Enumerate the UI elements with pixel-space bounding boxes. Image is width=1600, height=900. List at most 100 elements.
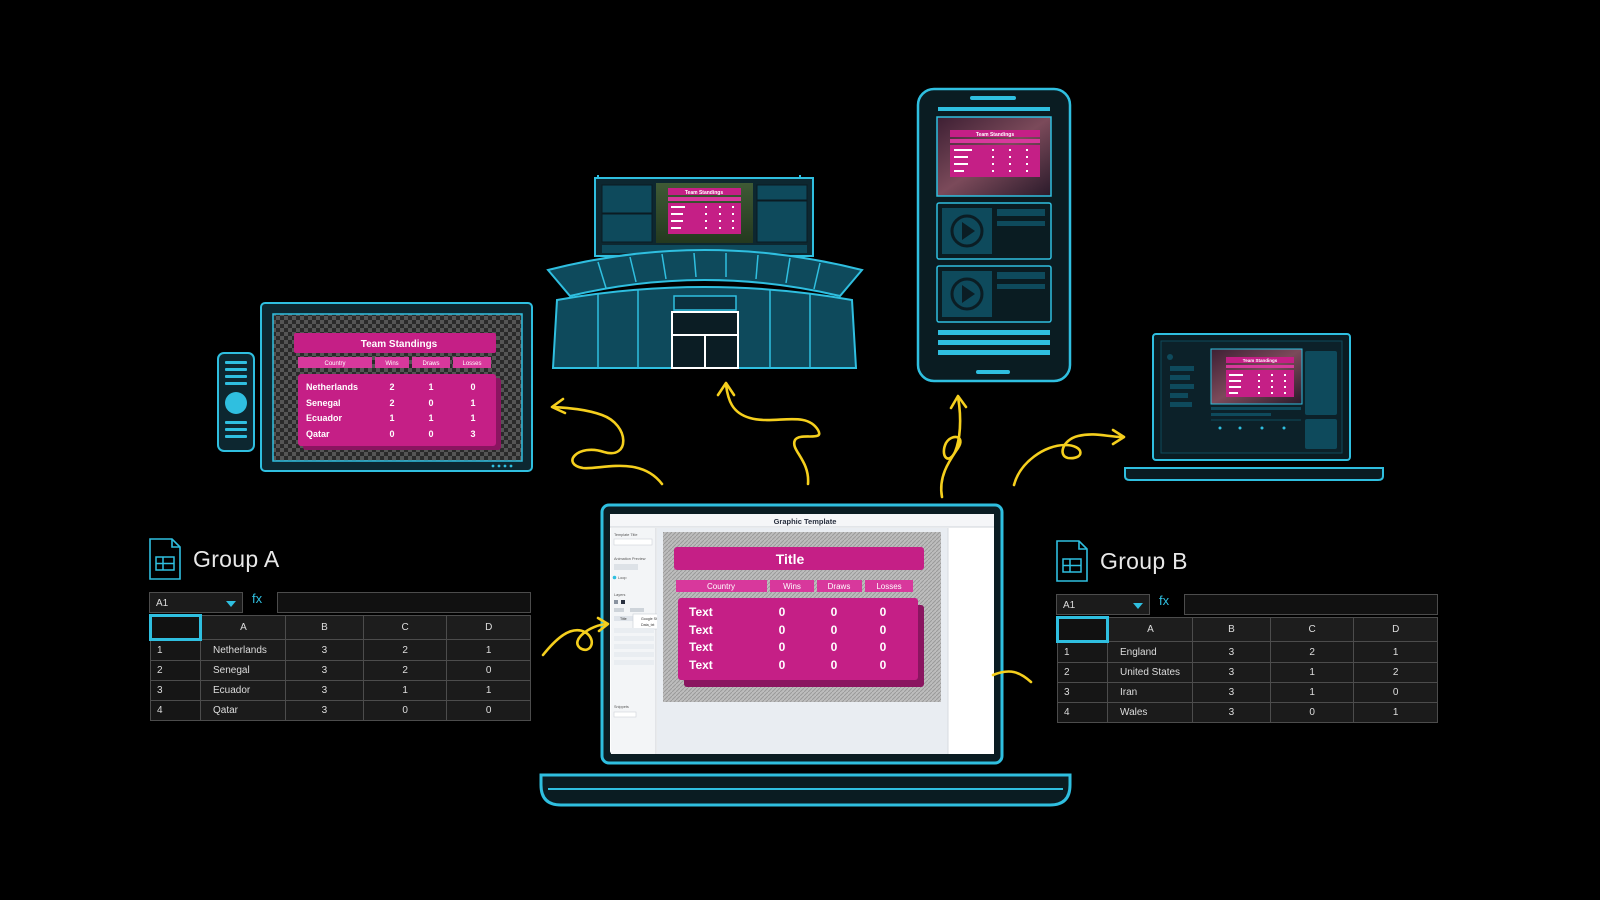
row-number[interactable]: 4	[150, 700, 201, 721]
graphic-row-text: Text	[689, 658, 713, 672]
table-row: 3 Ecuador 3 1 1	[150, 680, 531, 701]
sheet-grid: A B C D 1 Netherlands 3 2 1 2 Senegal 3 …	[149, 614, 531, 721]
add-layer-button[interactable]	[614, 608, 624, 612]
cell[interactable]: 3	[285, 639, 364, 661]
column-header[interactable]: D	[1353, 617, 1438, 642]
graphic-col-wins: Wins	[783, 582, 801, 591]
cell[interactable]: Wales	[1107, 702, 1193, 723]
layer-options-button[interactable]	[630, 608, 644, 612]
cell[interactable]: 2	[1269, 641, 1355, 663]
cell[interactable]: 1	[1353, 641, 1438, 663]
cell[interactable]: 3	[285, 680, 364, 701]
fx-icon: fx	[1159, 593, 1170, 608]
graphic-row-wins: 0	[779, 640, 786, 654]
tv-col-draws: Draws	[422, 361, 439, 367]
graphic-row-wins: 0	[779, 658, 786, 672]
column-header[interactable]: B	[1192, 617, 1271, 642]
arrow-to-stadium	[724, 383, 821, 486]
row-number[interactable]: 2	[150, 660, 201, 681]
cell[interactable]: 3	[1192, 682, 1271, 703]
graphic-row-text: Text	[689, 605, 713, 619]
stadium-title: Team Standings	[685, 190, 723, 196]
column-header[interactable]: B	[285, 615, 364, 640]
row-number[interactable]: 1	[150, 639, 201, 661]
chevron-down-icon[interactable]	[1133, 603, 1143, 609]
template-title-label: Template Title	[614, 533, 637, 537]
phone-title: Team Standings	[976, 132, 1014, 138]
graphic-col-losses: Losses	[876, 582, 901, 591]
arrow-head-icon	[716, 381, 736, 397]
cell[interactable]: 3	[285, 700, 364, 721]
small-laptop-device: Team Standings	[1124, 333, 1384, 481]
cell[interactable]: Senegal	[200, 660, 286, 681]
snippets-input[interactable]	[613, 711, 637, 718]
template-title-input[interactable]	[613, 538, 653, 546]
cell[interactable]: 3	[1192, 641, 1271, 663]
table-row: 3 Iran 3 1 0	[1057, 682, 1438, 703]
cell[interactable]: 0	[446, 660, 531, 681]
image-tool-icon[interactable]	[621, 600, 625, 604]
cell[interactable]: Netherlands	[200, 639, 286, 661]
cell[interactable]: 1	[1269, 662, 1355, 683]
tv-row-losses: 1	[470, 413, 475, 423]
cell[interactable]: 3	[285, 660, 364, 681]
tv-row-wins: 0	[389, 429, 394, 439]
graphic-row-text: Text	[689, 640, 713, 654]
graphic-row-draws: 0	[831, 605, 838, 619]
cell[interactable]: England	[1107, 641, 1193, 663]
cell[interactable]: 1	[446, 639, 531, 661]
cell[interactable]: 2	[362, 660, 448, 681]
popup-item-data-txt[interactable]: Data_txt	[641, 623, 654, 627]
column-header[interactable]: C	[1269, 617, 1355, 642]
cell[interactable]: 0	[446, 700, 531, 721]
animation-preview-button[interactable]	[614, 564, 638, 570]
cell[interactable]: 3	[1192, 702, 1271, 723]
loop-checkbox[interactable]	[612, 575, 617, 580]
table-row: 4 Wales 3 0 1	[1057, 702, 1438, 723]
graphic-row-wins: 0	[779, 605, 786, 619]
tv-row-wins: 2	[389, 382, 394, 392]
select-all-corner[interactable]	[1056, 616, 1109, 643]
tv-col-losses: Losses	[462, 361, 481, 367]
cell[interactable]: Iran	[1107, 682, 1193, 703]
cell[interactable]: 2	[362, 639, 448, 661]
name-box[interactable]: A1	[149, 592, 243, 613]
cell[interactable]: 1	[446, 680, 531, 701]
row-number[interactable]: 2	[1057, 662, 1108, 683]
row-number[interactable]: 3	[150, 680, 201, 701]
row-number[interactable]: 4	[1057, 702, 1108, 723]
cell[interactable]: 1	[362, 680, 448, 701]
cell[interactable]: 1	[1269, 682, 1355, 703]
graphic-col-country: Country	[707, 582, 735, 591]
row-number[interactable]: 1	[1057, 641, 1108, 663]
text-tool-icon[interactable]	[614, 600, 618, 604]
formula-bar[interactable]	[277, 592, 531, 613]
editor-window-title: Graphic Template	[774, 517, 837, 526]
cell[interactable]: 3	[1192, 662, 1271, 683]
cell[interactable]: Ecuador	[200, 680, 286, 701]
cell[interactable]: United States	[1107, 662, 1193, 683]
formula-bar[interactable]	[1184, 594, 1438, 615]
column-header[interactable]: A	[200, 615, 286, 640]
column-header[interactable]: D	[446, 615, 531, 640]
name-box[interactable]: A1	[1056, 594, 1150, 615]
tv-row-draws: 0	[428, 429, 433, 439]
graphic-title: Title	[776, 551, 805, 567]
cell[interactable]: 1	[1353, 702, 1438, 723]
chevron-down-icon[interactable]	[226, 601, 236, 607]
cell[interactable]: 0	[1353, 682, 1438, 703]
cell[interactable]: 0	[1269, 702, 1355, 723]
row-number[interactable]: 3	[1057, 682, 1108, 703]
select-all-corner[interactable]	[149, 614, 202, 641]
cell[interactable]: 0	[362, 700, 448, 721]
column-header[interactable]: A	[1107, 617, 1193, 642]
layer-item-label[interactable]: Title	[620, 617, 627, 621]
cell[interactable]: 2	[1353, 662, 1438, 683]
tv-row-country: Netherlands	[306, 382, 358, 392]
graphic-table	[678, 598, 918, 680]
column-header[interactable]: C	[362, 615, 448, 640]
group-b-header: Group B	[1056, 540, 1256, 586]
popup-item-google-sheet[interactable]: Google Sheet	[641, 617, 663, 621]
cell[interactable]: Qatar	[200, 700, 286, 721]
